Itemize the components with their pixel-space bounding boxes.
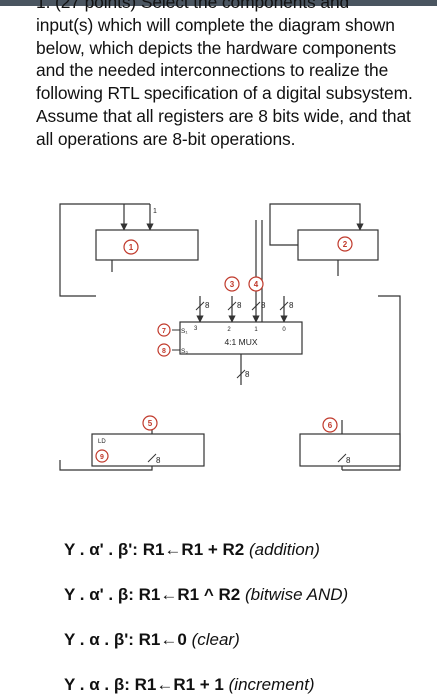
hardware-diagram: 4:1 MUX 1 8 8 8 8 2 1 0 3 S₁ S₀ xyxy=(59,203,401,471)
mux-input-2: 2 xyxy=(227,327,231,333)
marker-5: 5 xyxy=(148,419,153,428)
mux-output-slash xyxy=(236,369,246,379)
mux-select-wires xyxy=(172,329,180,351)
marker-7: 7 xyxy=(162,328,166,335)
rtl-note: (clear) xyxy=(191,630,240,649)
bus-width-d: 8 xyxy=(289,301,294,310)
marker-2-circle xyxy=(337,236,353,252)
register-bottom-left xyxy=(91,433,205,467)
marker-8-circle xyxy=(157,343,171,357)
mux-input-0: 0 xyxy=(282,327,286,333)
rtl-line-1: Y . α' . β': R1←R1 + R2 (addition) xyxy=(64,540,320,560)
rtl-condition: Y . α' . β': xyxy=(64,540,138,559)
mux-input-slashes xyxy=(195,301,289,311)
bottom-right-output-slash xyxy=(337,453,347,463)
question-heading: 1. (27 points) Select the components and xyxy=(36,0,350,12)
bus-width-b: 8 xyxy=(237,301,242,310)
bus-width-a: 8 xyxy=(205,301,210,310)
marker-3: 3 xyxy=(230,280,235,289)
top-bar xyxy=(0,0,437,6)
mux-box xyxy=(179,321,303,355)
rtl-line-4: Y . α . β: R1←R1 + 1 (increment) xyxy=(64,675,315,695)
marker-9-circle xyxy=(95,449,109,463)
marker-1: 1 xyxy=(129,243,134,252)
register-top-right-inputs xyxy=(269,203,364,246)
bus-width-bottom-right: 8 xyxy=(346,456,351,465)
mux-select-s0: S₀ xyxy=(181,348,188,355)
mux-select-s1-pin: 3 xyxy=(194,326,198,332)
bus-width-mux-out: 8 xyxy=(245,370,250,379)
marker-8: 8 xyxy=(162,348,166,355)
rtl-transfer: R1←0 xyxy=(138,630,187,649)
rtl-note: (bitwise AND) xyxy=(244,585,349,604)
rtl-transfer: R1←R1 ^ R2 xyxy=(138,585,241,604)
marker-5-circle xyxy=(142,415,158,431)
bus-width-bottom-left: 8 xyxy=(156,456,161,465)
top-wire-label: 1 xyxy=(153,208,157,215)
rtl-transfer: R1←R1 + 1 xyxy=(134,675,224,694)
mux-input-wires xyxy=(111,220,339,323)
rtl-note: (addition) xyxy=(249,540,320,559)
register-bottom-right xyxy=(299,433,401,467)
bottom-left-output-slash xyxy=(147,453,157,463)
register-top-left-inputs xyxy=(120,203,154,231)
rtl-condition: Y . α . β: xyxy=(64,675,130,694)
answer-markers: 1 2 3 4 5 6 7 8 9 xyxy=(95,236,353,463)
mux-select-s1: S₁ xyxy=(181,328,188,335)
register-top-left xyxy=(95,229,199,261)
rtl-note: (increment) xyxy=(228,675,315,694)
rtl-line-3: Y . α . β': R1←0 (clear) xyxy=(64,630,240,650)
marker-1-circle xyxy=(123,239,139,255)
marker-7-circle xyxy=(157,323,171,337)
marker-4: 4 xyxy=(254,280,259,289)
rtl-line-2: Y . α' . β: R1←R1 ^ R2 (bitwise AND) xyxy=(64,585,348,605)
marker-3-circle xyxy=(224,276,240,292)
question-body: input(s) which will complete the diagram… xyxy=(36,14,413,149)
marker-4-circle xyxy=(248,276,264,292)
question-text: 1. (27 points) Select the components and… xyxy=(36,0,420,151)
rtl-transfer: R1←R1 + R2 xyxy=(142,540,245,559)
rtl-condition: Y . α . β': xyxy=(64,630,134,649)
load-label: LD xyxy=(98,439,106,445)
mux-label: 4:1 MUX xyxy=(224,337,257,347)
rtl-condition: Y . α' . β: xyxy=(64,585,134,604)
marker-9: 9 xyxy=(100,454,104,461)
marker-6-circle xyxy=(322,417,338,433)
marker-6: 6 xyxy=(328,421,333,430)
mux-input-1: 1 xyxy=(254,327,258,333)
bus-width-c: 8 xyxy=(261,301,266,310)
marker-2: 2 xyxy=(343,240,348,249)
